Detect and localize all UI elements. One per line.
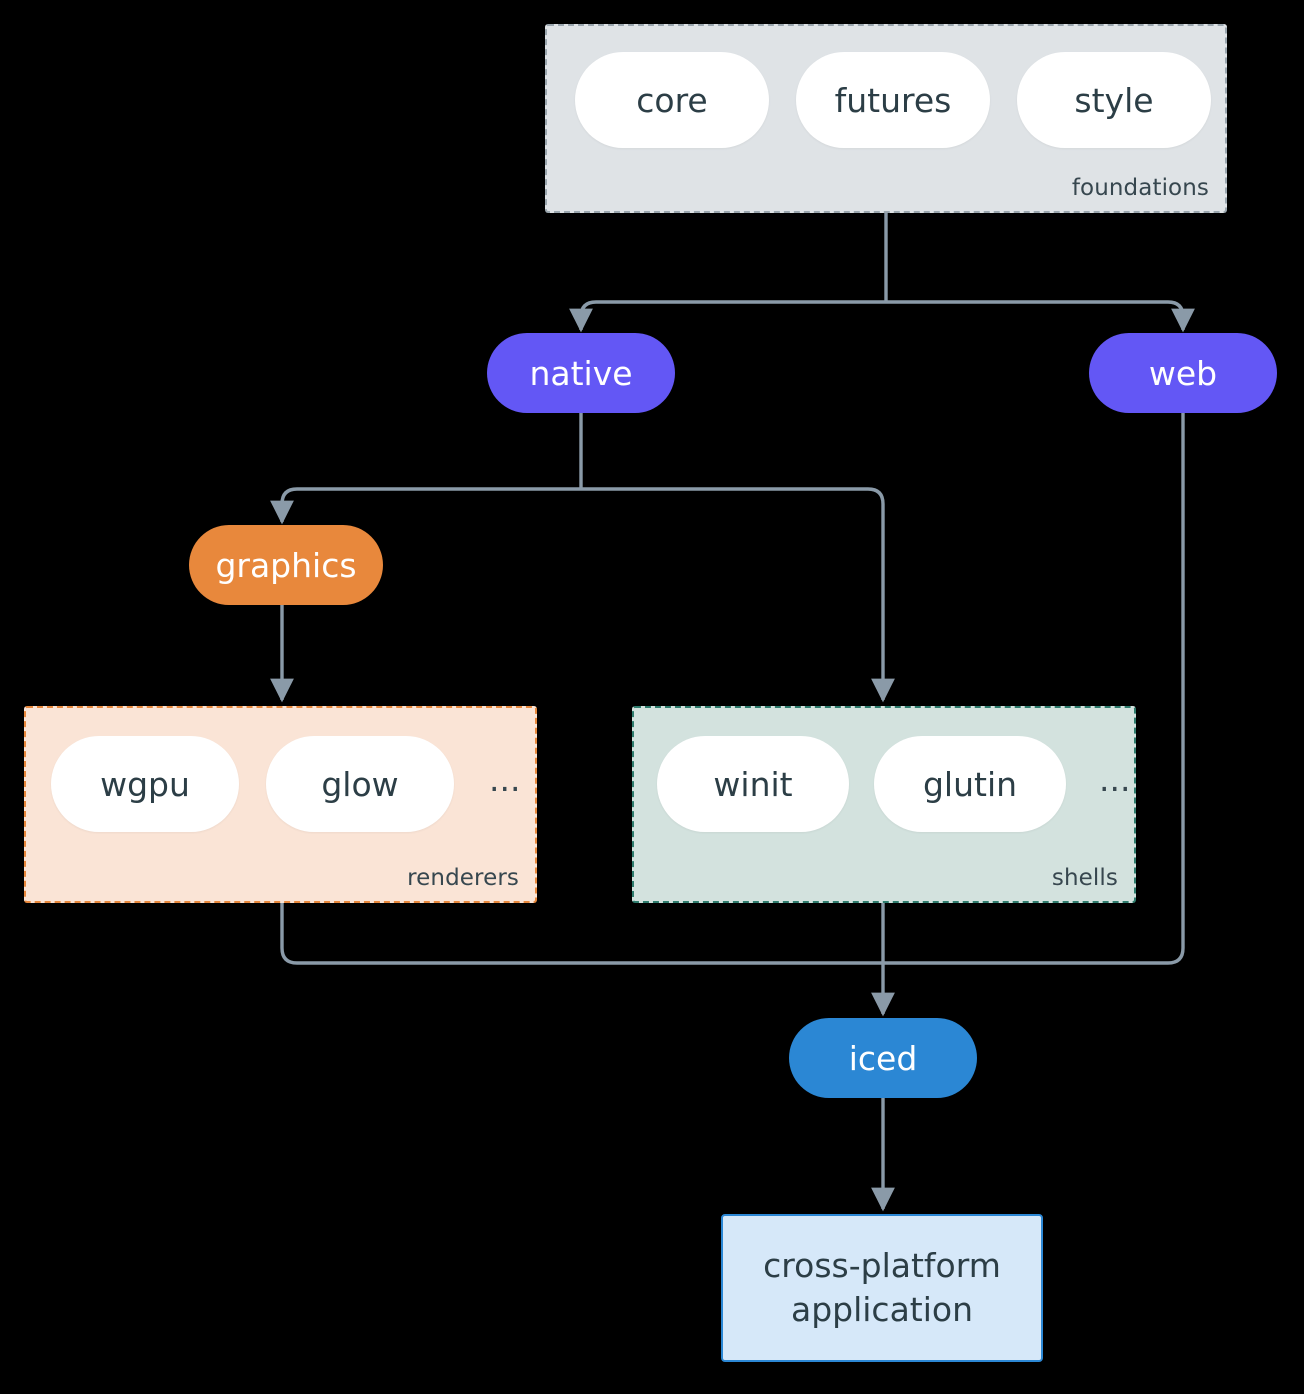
node-cross-platform-application[interactable]: cross-platform application	[721, 1214, 1043, 1362]
node-wgpu[interactable]: wgpu	[51, 736, 239, 832]
group-renderers: wgpu glow ... renderers	[24, 706, 537, 903]
edge-foundations-to-web	[886, 300, 1195, 333]
node-glow[interactable]: glow	[266, 736, 454, 832]
group-shells: winit glutin ... shells	[632, 706, 1136, 903]
edge-renderers-to-iced	[280, 903, 883, 965]
node-style[interactable]: style	[1017, 52, 1211, 148]
node-iced[interactable]: iced	[789, 1018, 977, 1098]
shells-more-ellipsis: ...	[1099, 759, 1131, 799]
application-line-2: application	[790, 1290, 974, 1329]
node-core[interactable]: core	[575, 52, 769, 148]
group-foundations: core futures style foundations	[545, 24, 1227, 213]
group-renderers-items: wgpu glow ...	[51, 736, 528, 832]
node-winit[interactable]: winit	[657, 736, 849, 832]
node-web[interactable]: web	[1089, 333, 1277, 413]
node-glutin[interactable]: glutin	[874, 736, 1066, 832]
group-renderers-label: renderers	[407, 865, 519, 891]
node-native[interactable]: native	[487, 333, 675, 413]
edge-native-to-shells	[581, 487, 895, 703]
group-foundations-items: core futures style	[575, 52, 1211, 148]
node-graphics[interactable]: graphics	[189, 525, 383, 605]
edge-foundations-to-native	[569, 300, 886, 333]
application-line-1: cross-platform	[763, 1246, 1001, 1286]
group-shells-label: shells	[1051, 865, 1118, 891]
renderers-more-ellipsis: ...	[489, 759, 521, 799]
node-futures[interactable]: futures	[796, 52, 990, 148]
group-foundations-label: foundations	[1071, 175, 1209, 201]
group-shells-items: winit glutin ...	[657, 736, 1138, 832]
edge-native-to-graphics	[270, 487, 581, 525]
